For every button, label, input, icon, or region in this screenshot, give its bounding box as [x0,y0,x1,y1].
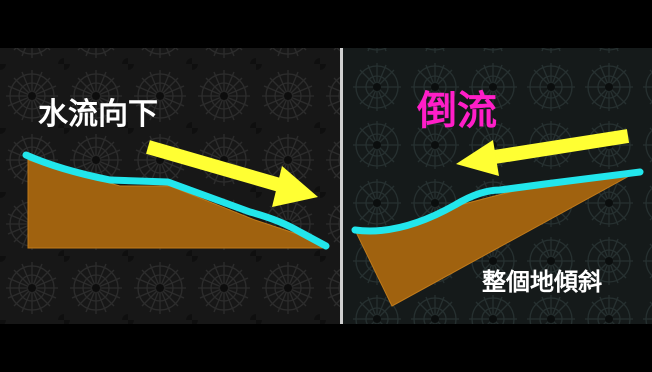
left-caption: 水流向下 [38,97,158,132]
panel-divider [340,48,343,324]
left-water-surface [22,151,330,250]
left-flow-arrow [146,140,318,207]
bottom-letterbox [0,324,652,372]
top-letterbox [0,0,652,48]
right-caption: 整個地傾斜 [482,268,602,296]
right-water-surface [351,168,644,235]
right-title: 倒流 [416,88,497,134]
right-backflow-arrow [456,129,630,176]
